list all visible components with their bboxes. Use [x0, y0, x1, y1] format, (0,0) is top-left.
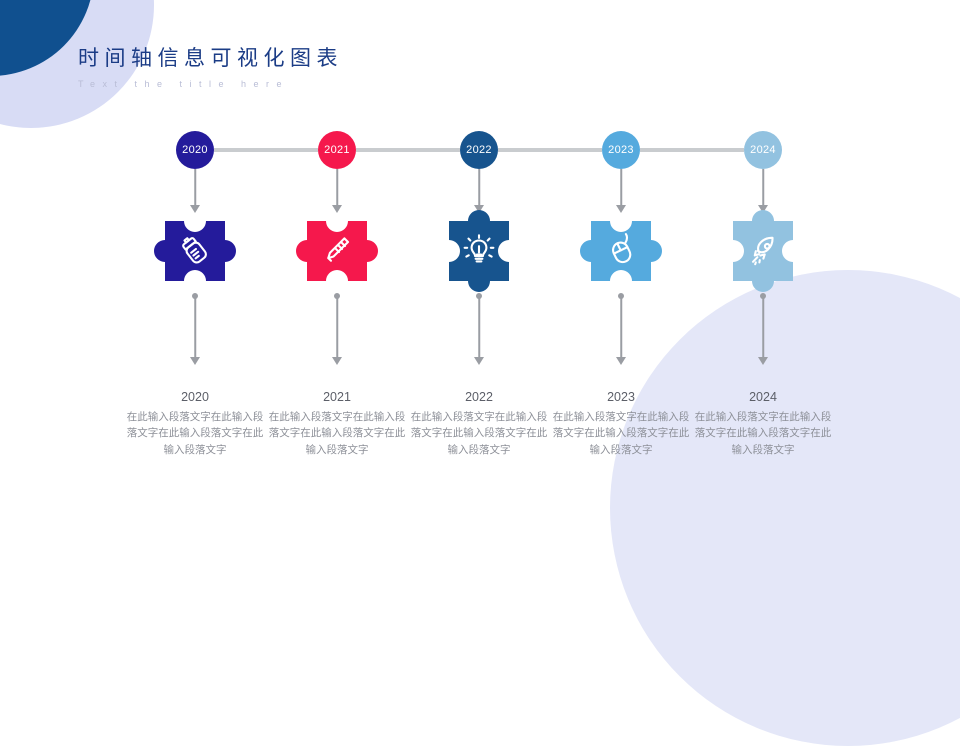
timeline-step: 2024 2024 在此输入段落文字在此输入段落文字在此输入段落文字在此输入段落… [692, 0, 834, 540]
timeline-year-bubble-label: 2023 [608, 144, 634, 156]
connector-node-dot [476, 293, 482, 299]
timeline-rail-segment [356, 148, 460, 152]
timeline-step: 2023 2023 在此输入段落文字在此输入段落文字在此输入段落文字在此输入段落… [550, 0, 692, 540]
connector-node-dot [192, 293, 198, 299]
timeline-year-bubble[interactable]: 2022 [460, 131, 498, 169]
connector-node-dot [760, 293, 766, 299]
timeline-year-bubble-label: 2021 [324, 144, 350, 156]
timeline-caption-year: 2024 [693, 390, 833, 404]
timeline-rail-segment [498, 148, 602, 152]
timeline-caption-body: 在此输入段落文字在此输入段落文字在此输入段落文字在此输入段落文字 [551, 409, 691, 458]
connector-arrow-down-caption-icon [190, 357, 200, 365]
timeline-caption: 2020 在此输入段落文字在此输入段落文字在此输入段落文字在此输入段落文字 [125, 390, 265, 458]
timeline-year-bubble[interactable]: 2020 [176, 131, 214, 169]
timeline-rail-segment [640, 148, 744, 152]
timeline-year-bubble-label: 2022 [466, 144, 492, 156]
timeline-caption-year: 2020 [125, 390, 265, 404]
timeline-caption: 2024 在此输入段落文字在此输入段落文字在此输入段落文字在此输入段落文字 [693, 390, 833, 458]
timeline-caption: 2021 在此输入段落文字在此输入段落文字在此输入段落文字在此输入段落文字 [267, 390, 407, 458]
timeline-step: 2021 2021 在此输入段落文字在此输入段落文字在此输入段落文字在此输入段落… [266, 0, 408, 540]
timeline-caption-body: 在此输入段落文字在此输入段落文字在此输入段落文字在此输入段落文字 [267, 409, 407, 458]
connector-node-dot [334, 293, 340, 299]
timeline-year-bubble[interactable]: 2024 [744, 131, 782, 169]
timeline-year-bubble-label: 2024 [750, 144, 776, 156]
timeline-year-bubble[interactable]: 2023 [602, 131, 640, 169]
timeline-caption-body: 在此输入段落文字在此输入段落文字在此输入段落文字在此输入段落文字 [693, 409, 833, 458]
timeline-rail-segment [214, 148, 318, 152]
connector-arrow-down-caption-icon [616, 357, 626, 365]
timeline-caption: 2023 在此输入段落文字在此输入段落文字在此输入段落文字在此输入段落文字 [551, 390, 691, 458]
timeline-step: 2022 2022 在此输入段落文字在此输入段落文字在此输入段落文字在此输入段落… [408, 0, 550, 540]
connector-node-dot [618, 293, 624, 299]
timeline-diagram: 2020 2020 在此输入段落文字在此输入段落文字在此输入段落文字在此输入段落… [0, 0, 960, 540]
timeline-caption-body: 在此输入段落文字在此输入段落文字在此输入段落文字在此输入段落文字 [125, 409, 265, 458]
timeline-step: 2020 2020 在此输入段落文字在此输入段落文字在此输入段落文字在此输入段落… [124, 0, 266, 540]
connector-arrow-down-caption-icon [758, 357, 768, 365]
timeline-caption: 2022 在此输入段落文字在此输入段落文字在此输入段落文字在此输入段落文字 [409, 390, 549, 458]
timeline-caption-year: 2021 [267, 390, 407, 404]
timeline-caption-body: 在此输入段落文字在此输入段落文字在此输入段落文字在此输入段落文字 [409, 409, 549, 458]
timeline-year-bubble-label: 2020 [182, 144, 208, 156]
timeline-caption-year: 2023 [551, 390, 691, 404]
timeline-year-bubble[interactable]: 2021 [318, 131, 356, 169]
connector-arrow-down-caption-icon [474, 357, 484, 365]
connector-arrow-down-caption-icon [332, 357, 342, 365]
timeline-caption-year: 2022 [409, 390, 549, 404]
